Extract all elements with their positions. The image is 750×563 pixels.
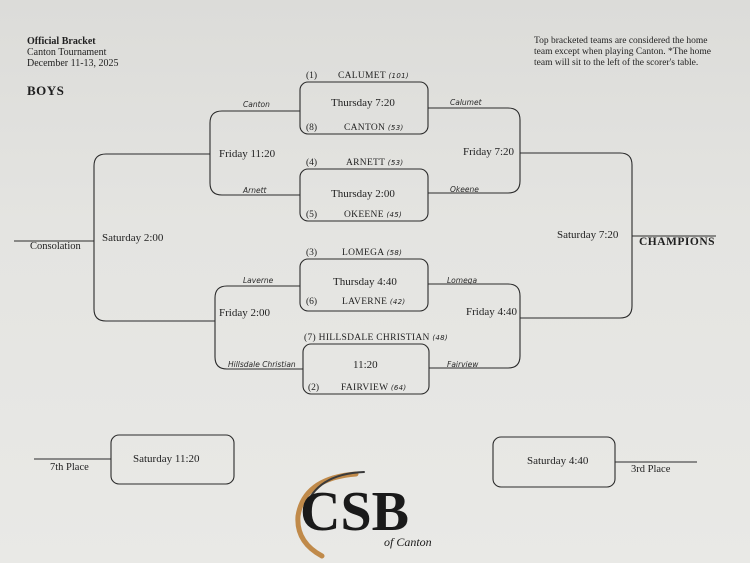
winners-semi-1-time: Friday 7:20 bbox=[463, 146, 515, 158]
score-calumet: (101) bbox=[388, 72, 409, 80]
handwritten-fairview: Fairview bbox=[447, 360, 479, 369]
champions-label: CHAMPIONS bbox=[639, 236, 716, 248]
seed-4: (4) bbox=[306, 158, 318, 168]
seed-1: (1) bbox=[306, 71, 318, 81]
team-name: CANTON bbox=[344, 123, 386, 133]
logo-swoosh-dark bbox=[303, 471, 365, 513]
team-name: LOMEGA bbox=[342, 248, 384, 258]
consolation-bracket-1 bbox=[209, 110, 300, 196]
game-time-1: Thursday 7:20 bbox=[331, 97, 395, 109]
logo-main-text: CSB bbox=[300, 481, 409, 543]
team-name: HILLSDALE CHRISTIAN bbox=[318, 333, 430, 343]
team-name: FAIRVIEW bbox=[341, 383, 389, 393]
seed-7: (7) bbox=[304, 333, 316, 343]
game-time-3: Thursday 4:40 bbox=[333, 276, 397, 288]
seed-6: (6) bbox=[306, 297, 318, 307]
division-label: BOYS bbox=[27, 83, 65, 98]
score-laverne: (42) bbox=[389, 298, 406, 306]
team-lomega: LOMEGA (58) bbox=[342, 248, 402, 258]
consolation-label: Consolation bbox=[30, 241, 81, 252]
seventh-place-time: Saturday 11:20 bbox=[133, 453, 200, 465]
team-laverne: LAVERNE (42) bbox=[342, 297, 405, 307]
score-arnett: (53) bbox=[387, 159, 404, 167]
team-fairview: FAIRVIEW (64) bbox=[341, 383, 406, 393]
handwritten-canton: Canton bbox=[243, 100, 270, 109]
score-canton: (53) bbox=[387, 124, 404, 132]
score-lomega: (58) bbox=[386, 249, 403, 257]
handwritten-lomega: Lomega bbox=[447, 276, 478, 285]
consolation-final-bracket bbox=[93, 153, 215, 322]
consolation-bracket-2 bbox=[214, 285, 303, 370]
tournament-dates: December 11-13, 2025 bbox=[27, 58, 119, 69]
championship-time: Saturday 7:20 bbox=[557, 229, 619, 241]
game-time-2: Thursday 2:00 bbox=[331, 188, 395, 200]
team-name: OKEENE bbox=[344, 210, 384, 220]
score-hillsdale: (48) bbox=[432, 334, 448, 342]
seed-8: (8) bbox=[306, 123, 318, 133]
seed-5: (5) bbox=[306, 210, 318, 220]
seventh-place-label: 7th Place bbox=[50, 462, 89, 473]
handwritten-okeene: Okeene bbox=[450, 185, 479, 194]
team-okeene: OKEENE (45) bbox=[344, 210, 402, 220]
tournament-name: Canton Tournament bbox=[27, 47, 107, 58]
team-name: CALUMET bbox=[338, 71, 386, 81]
handwritten-arnett: Arnett bbox=[243, 186, 267, 195]
score-okeene: (45) bbox=[386, 211, 403, 219]
score-fairview: (64) bbox=[390, 384, 407, 392]
seed-2: (2) bbox=[308, 383, 320, 393]
team-hillsdale-christian: (7) HILLSDALE CHRISTIAN (48) bbox=[304, 333, 448, 343]
team-canton: CANTON (53) bbox=[344, 123, 403, 133]
team-name: LAVERNE bbox=[342, 297, 388, 307]
home-team-note: Top bracketed teams are considered the h… bbox=[534, 36, 712, 68]
handwritten-hillsdale: Hillsdale Christian bbox=[228, 360, 296, 369]
csb-logo: CSB of Canton bbox=[295, 471, 432, 559]
logo-sub-text: of Canton bbox=[384, 535, 432, 549]
winners-bracket-2 bbox=[428, 283, 521, 369]
consolation-semi-2-time: Friday 2:00 bbox=[219, 307, 271, 319]
third-place-time: Saturday 4:40 bbox=[527, 455, 589, 467]
game-box-3 bbox=[299, 258, 429, 312]
third-place-label: 3rd Place bbox=[631, 464, 671, 475]
handwritten-laverne: Laverne bbox=[243, 276, 274, 285]
seed-3: (3) bbox=[306, 248, 318, 258]
handwritten-calumet: Calumet bbox=[450, 98, 482, 107]
winners-bracket-1 bbox=[428, 107, 521, 194]
game-time-4: 11:20 bbox=[353, 359, 378, 371]
team-calumet: CALUMET (101) bbox=[338, 71, 409, 81]
winners-semi-2-time: Friday 4:40 bbox=[466, 306, 518, 318]
header-block: Official Bracket Canton Tournament Decem… bbox=[27, 36, 119, 69]
bracket-title: Official Bracket bbox=[27, 36, 96, 47]
consolation-final-time: Saturday 2:00 bbox=[102, 232, 164, 244]
team-arnett: ARNETT (53) bbox=[346, 158, 403, 168]
team-name: ARNETT bbox=[346, 158, 386, 168]
consolation-semi-1-time: Friday 11:20 bbox=[219, 148, 276, 160]
